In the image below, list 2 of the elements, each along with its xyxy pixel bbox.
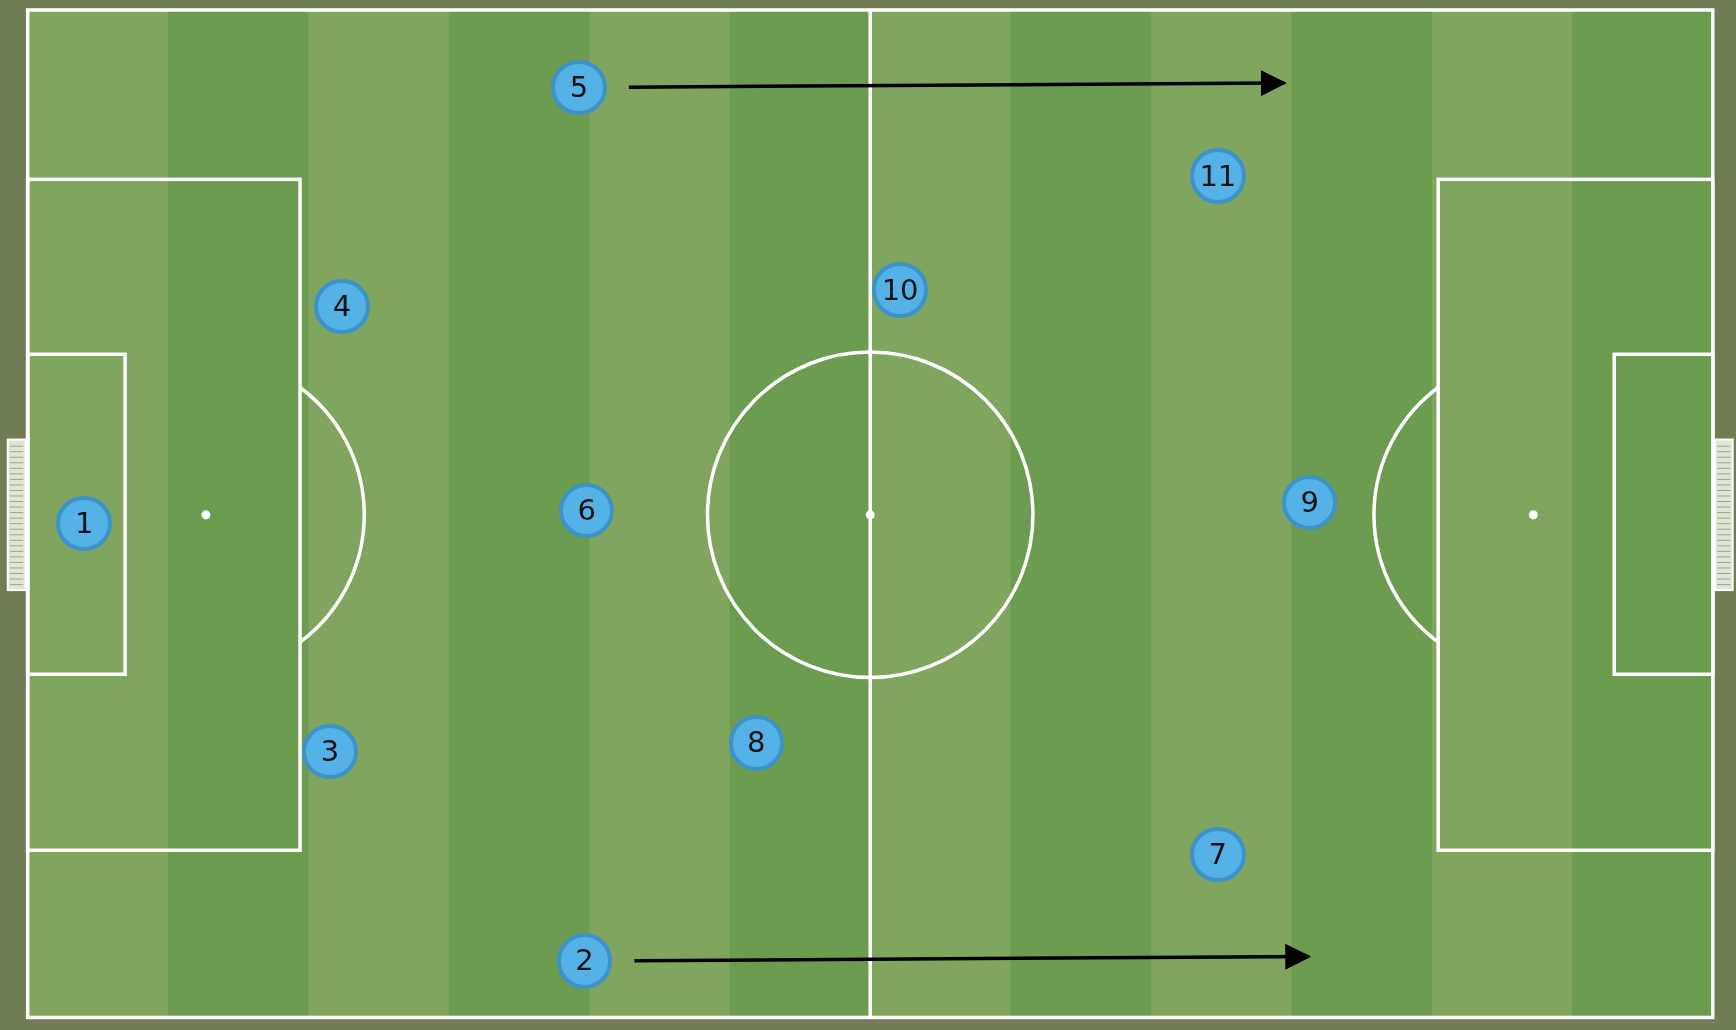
arrow bbox=[628, 70, 1287, 97]
arrow bbox=[634, 943, 1312, 970]
